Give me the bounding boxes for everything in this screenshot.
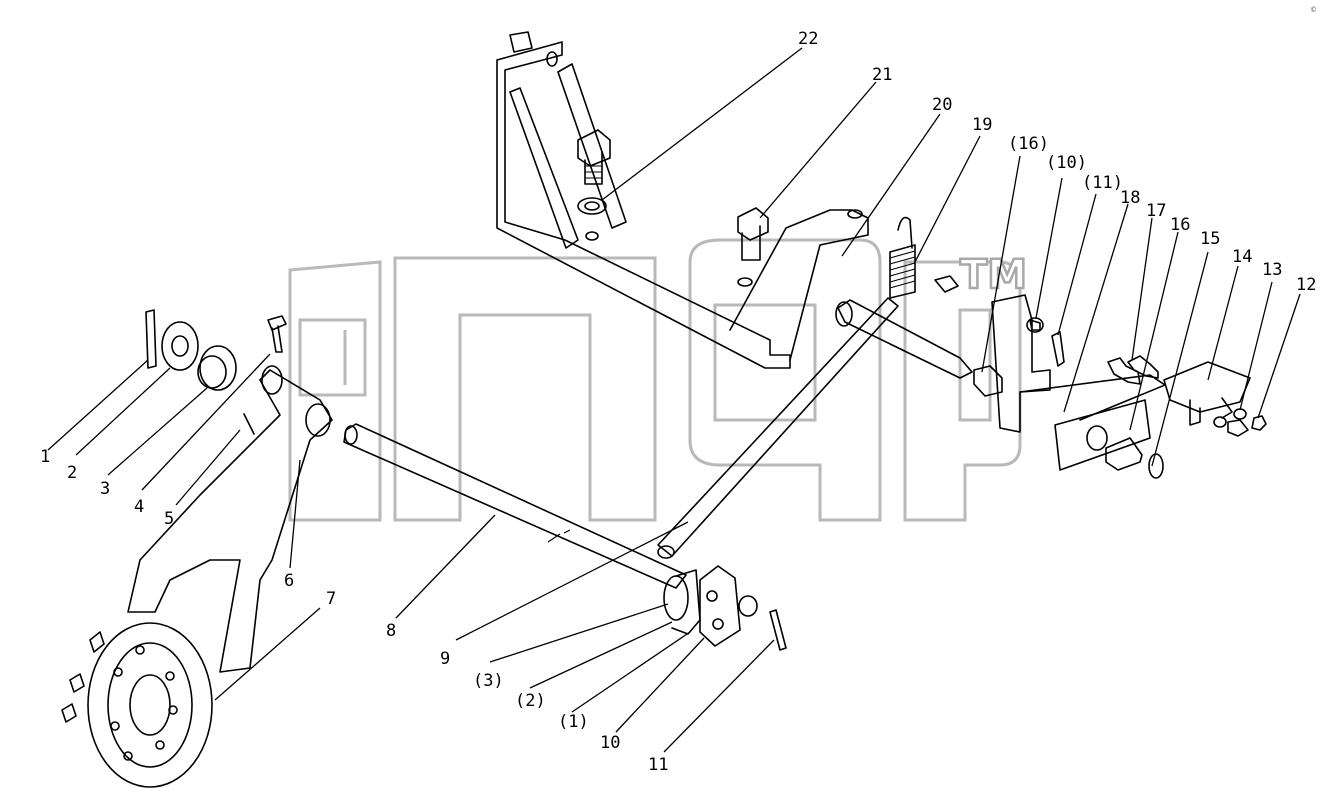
- callout-4: 4: [134, 497, 144, 517]
- callout-18: 18: [1120, 188, 1140, 208]
- callout-7: 7: [326, 589, 336, 609]
- clutch-hub: [61, 622, 213, 788]
- callout-1-ref: (1): [558, 712, 589, 732]
- callout-16-ref: (16): [1008, 134, 1049, 154]
- watermark: TM ©: [288, 6, 1317, 522]
- callout-22: 22: [798, 29, 818, 49]
- callout-12: 12: [1296, 275, 1316, 295]
- callout-10: 10: [600, 733, 620, 753]
- callout-17: 17: [1146, 201, 1166, 221]
- small-parts-left: [145, 309, 287, 391]
- corner-note: ©: [1310, 6, 1317, 14]
- leader-lines: [47, 47, 1301, 753]
- callout-3-ref: (3): [473, 671, 504, 691]
- callout-11-ref: (11): [1082, 173, 1123, 193]
- mounting-bracket: [496, 31, 869, 369]
- connecting-rod: [657, 297, 899, 559]
- parts: [61, 31, 1267, 788]
- callout-3: 3: [100, 479, 110, 499]
- callout-11: 11: [648, 755, 668, 775]
- fork-arm: [127, 365, 333, 673]
- upper-shaft: [835, 275, 1267, 479]
- callout-20: 20: [932, 95, 952, 115]
- callout-5: 5: [164, 509, 174, 529]
- callout-15: 15: [1200, 229, 1220, 249]
- callout-8: 8: [386, 621, 396, 641]
- callout-21: 21: [872, 65, 892, 85]
- callout-9: 9: [440, 649, 450, 669]
- return-spring: [889, 216, 916, 299]
- callout-14: 14: [1232, 247, 1252, 267]
- callout-19: 19: [972, 115, 992, 135]
- callout-2: 2: [67, 463, 77, 483]
- callout-13: 13: [1262, 260, 1282, 280]
- callout-1: 1: [40, 447, 50, 467]
- watermark-tm: TM: [960, 252, 1027, 298]
- callout-16: 16: [1170, 215, 1190, 235]
- lower-shaft: [343, 423, 787, 651]
- callouts: 1 2 3 4 5 6 7 8 9 (3) (2) (1) 10 11 12 1…: [40, 29, 1316, 775]
- callout-10-ref: (10): [1046, 153, 1087, 173]
- callout-6: 6: [284, 571, 294, 591]
- callout-2-ref: (2): [515, 691, 546, 711]
